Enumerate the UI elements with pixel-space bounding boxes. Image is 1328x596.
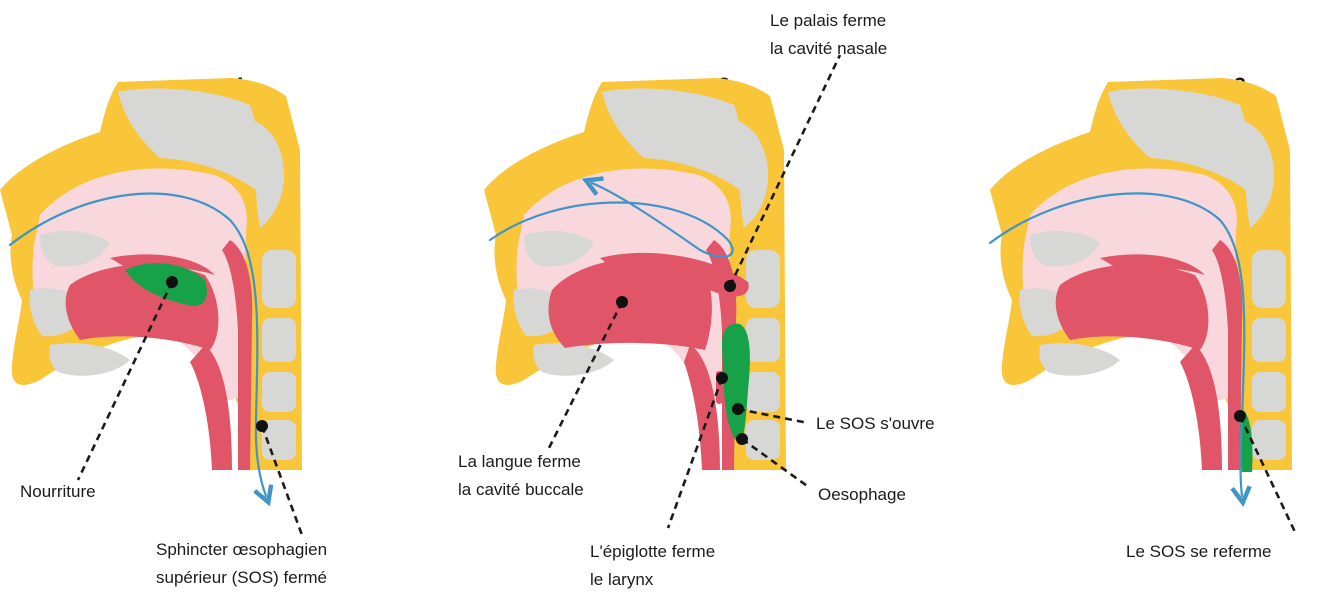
- label-oesophage: Oesophage: [818, 485, 906, 504]
- marker-sos-referme: [1234, 410, 1246, 422]
- label-langue-line1: La langue ferme: [458, 452, 581, 471]
- label-palais-line2: la cavité nasale: [770, 39, 887, 58]
- panel-2: 2 Le palais ferme la cavité nasale Le SO…: [458, 11, 935, 589]
- marker-epiglotte: [716, 372, 728, 384]
- tongue-3: [1056, 265, 1209, 350]
- label-epiglotte-line2: le larynx: [590, 570, 654, 589]
- marker-oesophage: [736, 433, 748, 445]
- label-langue-line2: la cavité buccale: [458, 480, 584, 499]
- marker-sos-1: [256, 420, 268, 432]
- label-sos-referme: Le SOS se referme: [1126, 542, 1272, 561]
- label-sos-ouvre: Le SOS s'ouvre: [816, 414, 935, 433]
- marker-palais: [724, 280, 736, 292]
- label-sos-line2: supérieur (SOS) fermé: [156, 568, 327, 587]
- panel-3: 3 Le SOS se referme: [990, 74, 1295, 561]
- marker-nourriture: [166, 276, 178, 288]
- label-palais-line1: Le palais ferme: [770, 11, 886, 30]
- marker-langue: [616, 296, 628, 308]
- panel-1: 1 Nourriture Sphincter œsophagien supéri…: [0, 74, 327, 587]
- label-epiglotte-line1: L'épiglotte ferme: [590, 542, 715, 561]
- label-sos-line1: Sphincter œsophagien: [156, 540, 327, 559]
- marker-sos-ouvre: [732, 403, 744, 415]
- label-nourriture: Nourriture: [20, 482, 96, 501]
